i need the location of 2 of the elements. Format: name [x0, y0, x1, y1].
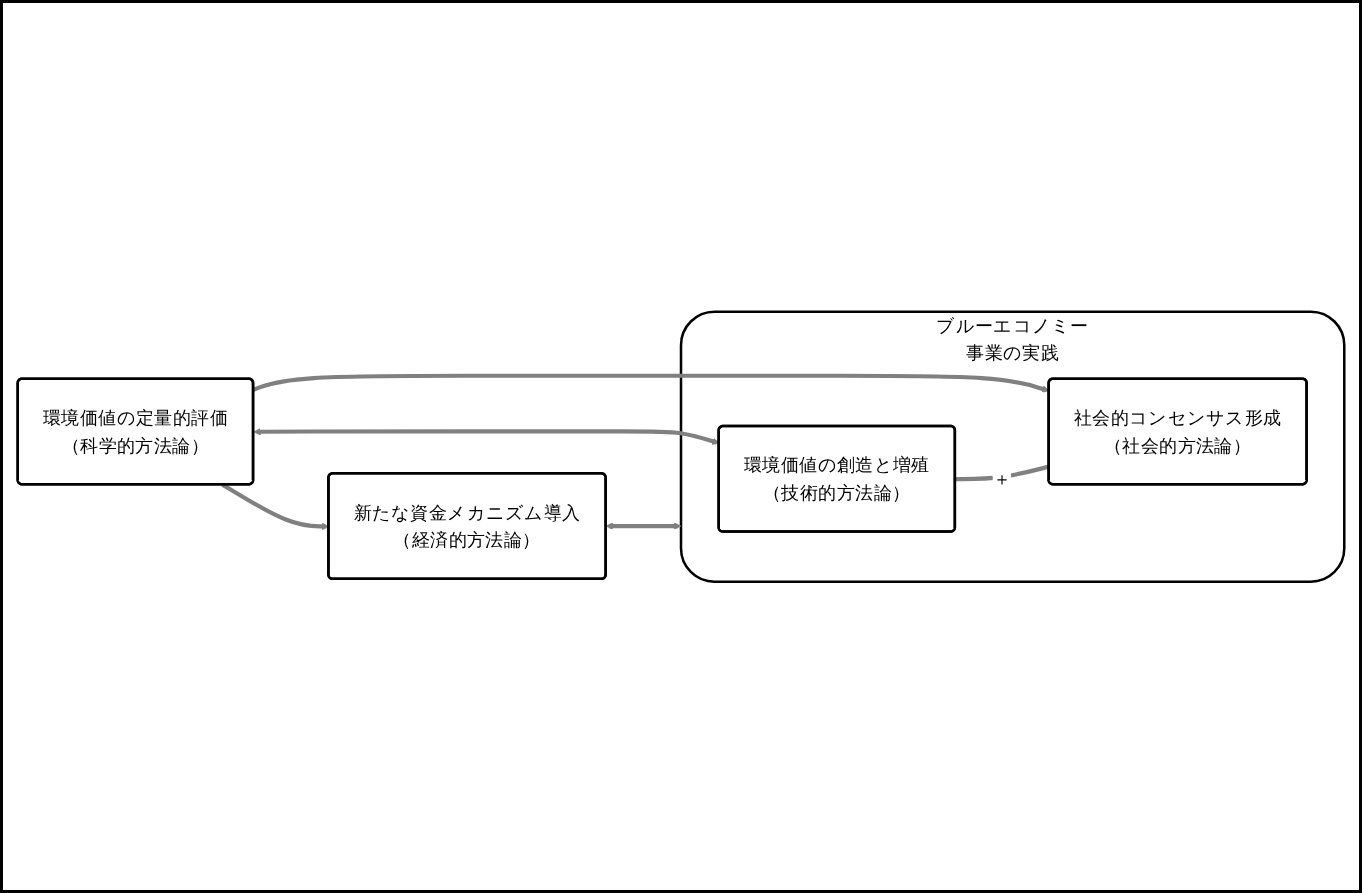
arrow: [605, 522, 682, 530]
edge-label: ＋: [992, 468, 1011, 489]
